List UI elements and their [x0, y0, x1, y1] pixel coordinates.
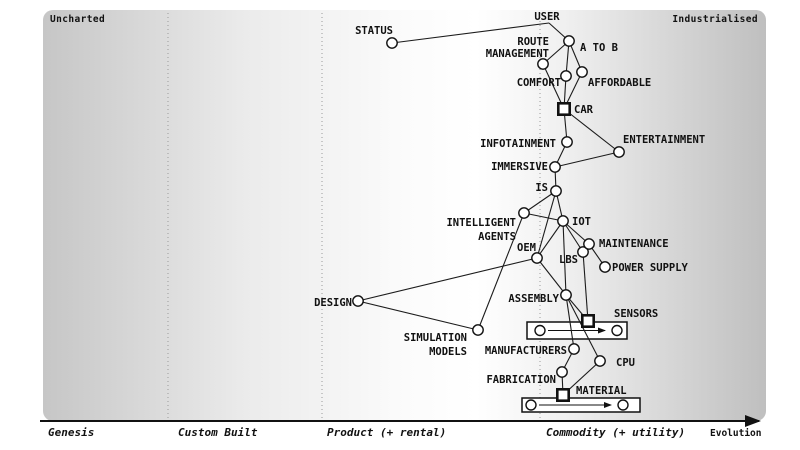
node-power-supply[interactable] — [599, 261, 611, 273]
stage-label-2: Product (+ rental) — [327, 426, 446, 439]
node-material[interactable] — [555, 387, 570, 402]
node-cpu[interactable] — [594, 355, 606, 367]
edge-is--intelligent-agents — [523, 190, 557, 214]
nodes — [352, 35, 625, 402]
label-maintenance: MAINTENANCE — [599, 238, 669, 250]
label-simulation-models: SIMULATION — [404, 332, 467, 344]
label-car: CAR — [574, 104, 594, 116]
node-design[interactable] — [352, 295, 364, 307]
label-manufacturers: MANUFACTURERS — [485, 345, 567, 357]
evolution-label: Evolution — [710, 428, 761, 439]
label-comfort: COMFORT — [517, 77, 561, 89]
node-lbs[interactable] — [577, 246, 589, 258]
edge-car--entertainment — [563, 108, 620, 153]
edge-intelligent-agents--simulation-models — [477, 212, 525, 331]
label-affordable: AFFORDABLE — [588, 77, 651, 89]
label-fabrication: FABRICATION — [486, 374, 556, 386]
node-intelligent-agents[interactable] — [518, 207, 530, 219]
label-simulation-models: MODELS — [429, 346, 467, 358]
label-immersive: IMMERSIVE — [491, 161, 548, 173]
node-simulation-models[interactable] — [472, 324, 484, 336]
label-design: DESIGN — [314, 297, 352, 309]
edge-design--oem — [357, 257, 538, 302]
label-infotainment: INFOTAINMENT — [480, 138, 556, 150]
node-iot[interactable] — [557, 215, 569, 227]
label-route-management: ROUTE — [517, 36, 549, 48]
edge-design--simulation-models — [357, 300, 479, 331]
label-intelligent-agents: INTELLIGENT — [446, 217, 516, 229]
node-entertainment[interactable] — [613, 146, 625, 158]
label-a-to-b: A TO B — [580, 42, 618, 54]
node-infotainment[interactable] — [561, 136, 573, 148]
node-fabrication[interactable] — [556, 366, 568, 378]
edge-iot--oem — [536, 220, 564, 259]
edge-iot--assembly — [562, 220, 567, 296]
node-car[interactable] — [556, 102, 571, 117]
map-background — [43, 10, 766, 421]
label-assembly: ASSEMBLY — [508, 293, 559, 305]
node-comfort[interactable] — [560, 70, 572, 82]
edge-oem--assembly — [536, 257, 567, 296]
edge-lbs--sensors — [582, 251, 589, 322]
node-status[interactable] — [386, 37, 398, 49]
label-oem: OEM — [517, 242, 536, 254]
label-status: STATUS — [355, 25, 393, 37]
label-user: USER — [534, 11, 560, 23]
stage-label-0: Genesis — [48, 426, 94, 439]
label-iot: IOT — [572, 216, 591, 228]
label-sensors: SENSORS — [614, 308, 658, 320]
node-route-management[interactable] — [537, 58, 549, 70]
node-oem[interactable] — [531, 252, 543, 264]
material-pipeline-start-node[interactable] — [525, 399, 537, 411]
material-pipeline-end-node[interactable] — [617, 399, 629, 411]
node-sensors[interactable] — [580, 313, 595, 328]
edge-intelligent-agents--iot — [523, 212, 564, 222]
label-is: IS — [535, 182, 548, 194]
label-cpu: CPU — [616, 357, 635, 369]
node-manufacturers[interactable] — [568, 343, 580, 355]
label-lbs: LBS — [559, 254, 578, 266]
edge-assembly--manufacturers — [565, 294, 575, 350]
node-assembly[interactable] — [560, 289, 572, 301]
edge-route-management--car — [542, 63, 565, 110]
edge-iot--lbs — [562, 220, 584, 253]
node-maintenance[interactable] — [583, 238, 595, 250]
edge-is--oem — [536, 190, 557, 259]
sensors-pipeline-start-node[interactable] — [534, 324, 546, 337]
label-entertainment: ENTERTAINMENT — [623, 134, 705, 146]
node-is[interactable] — [550, 185, 562, 197]
label-route-management: MANAGEMENT — [486, 48, 549, 60]
label-power-supply: POWER SUPPLY — [612, 262, 689, 274]
stage-label-1: Custom Built — [178, 426, 258, 439]
edge-status--user — [391, 22, 550, 44]
stage-labels: Genesis Custom Built Product (+ rental) Com… — [48, 426, 685, 439]
uncharted-label: Uncharted — [50, 14, 105, 25]
industrialised-label: Industrialised — [672, 14, 758, 25]
sensors-pipeline-end-node[interactable] — [611, 324, 623, 337]
edge-immersive--entertainment — [554, 151, 620, 168]
pipelines — [521, 321, 641, 413]
label-material: MATERIAL — [576, 385, 627, 397]
stage-label-3: Commodity (+ utility) — [546, 426, 685, 439]
node-affordable[interactable] — [576, 66, 588, 78]
edge-assembly--cpu — [565, 294, 601, 362]
label-intelligent-agents: AGENTS — [478, 231, 516, 243]
node-a-to-b[interactable] — [563, 35, 575, 47]
node-immersive[interactable] — [549, 161, 561, 173]
